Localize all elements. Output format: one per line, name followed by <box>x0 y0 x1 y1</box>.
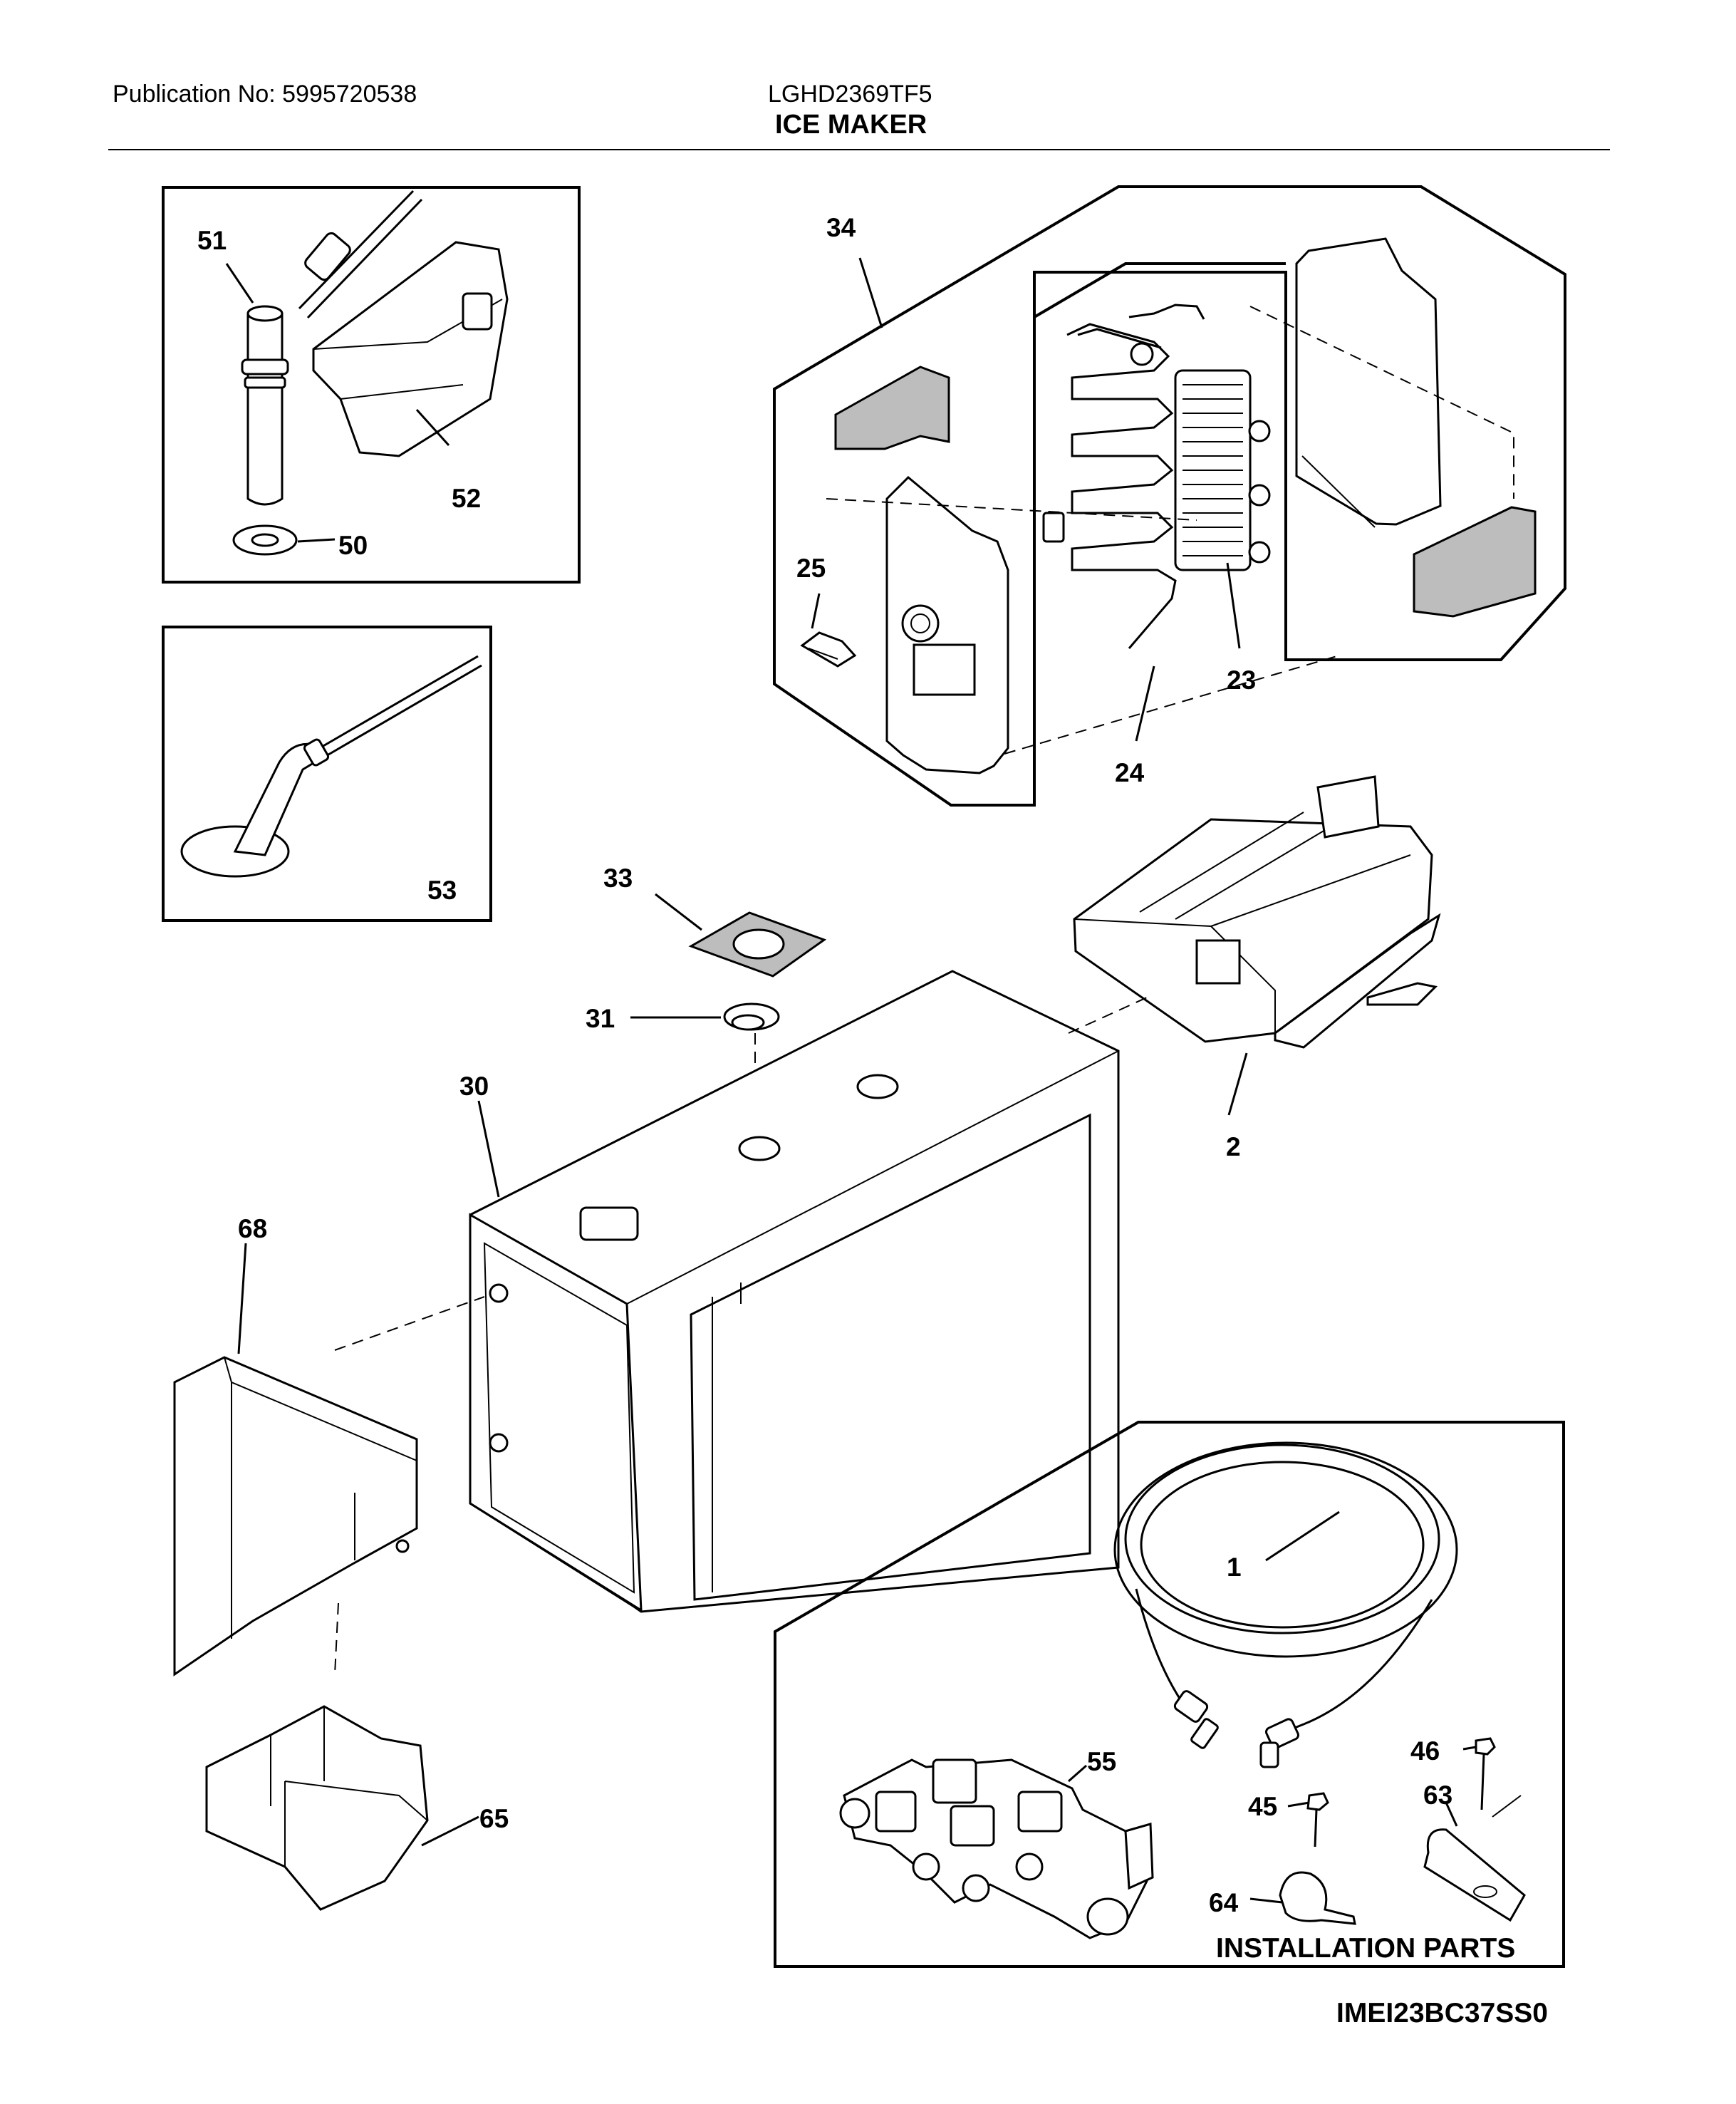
part-2-ice-maker <box>1073 775 1441 1049</box>
part-45-screw <box>1306 1792 1329 1848</box>
leader-25 <box>811 593 821 629</box>
header-divider <box>108 149 1610 150</box>
leader-24 <box>1135 665 1155 742</box>
part-23-defrost-heater <box>1174 369 1271 571</box>
part-33-pad <box>688 911 827 978</box>
part-1-water-tube <box>1113 1441 1458 1768</box>
callout-25: 25 <box>796 554 826 583</box>
leader-64 <box>1249 1897 1283 1904</box>
leader-50 <box>297 538 336 543</box>
callout-30: 30 <box>459 1072 489 1101</box>
callout-68: 68 <box>238 1214 267 1243</box>
assembly-inner-frame <box>1033 262 1286 318</box>
part-55-water-valve <box>839 1758 1154 1939</box>
callout-45: 45 <box>1248 1792 1277 1821</box>
callout-23: 23 <box>1227 665 1256 695</box>
part-30-ice-bucket <box>469 970 1120 1613</box>
callout-24: 24 <box>1115 758 1145 787</box>
detail-box-50-52 <box>162 186 581 584</box>
part-68-cover <box>173 1356 418 1677</box>
part-65-bracket <box>205 1705 429 1911</box>
leader-68 <box>237 1243 247 1354</box>
leader-51 <box>225 263 254 304</box>
part-63-clamp <box>1423 1795 1526 1922</box>
part-31-fitting <box>723 1002 780 1031</box>
part-24-evaporator-coil <box>1042 304 1205 649</box>
guide-line-7 <box>1068 997 1148 1034</box>
part-51-tube <box>241 190 423 506</box>
leader-23 <box>1226 562 1241 649</box>
part-evap-housing-right <box>1295 237 1442 528</box>
guide-line-6 <box>334 1602 339 1675</box>
leader-63 <box>1445 1802 1458 1827</box>
callout-2: 2 <box>1226 1132 1241 1161</box>
publication-number: Publication No: 5995720538 <box>113 81 417 108</box>
part-52-cover <box>312 241 509 457</box>
callout-33: 33 <box>603 864 633 893</box>
part-insulation-left <box>834 366 950 450</box>
callout-55: 55 <box>1087 1747 1116 1776</box>
callout-52: 52 <box>452 484 481 513</box>
part-insulation-right <box>1413 506 1537 618</box>
guide-line-1 <box>826 498 1197 521</box>
callout-64: 64 <box>1209 1888 1239 1917</box>
part-25-thermistor-clip <box>800 631 857 668</box>
callout-34: 34 <box>826 213 856 242</box>
leader-1 <box>1265 1510 1340 1562</box>
leader-45 <box>1287 1801 1310 1808</box>
guide-line-2 <box>1249 306 1514 499</box>
assembly-frame-34 <box>773 185 1566 807</box>
part-46-screw <box>1475 1737 1496 1810</box>
guide-line-3 <box>1004 655 1340 755</box>
guide-line-5 <box>334 1296 485 1351</box>
leader-2 <box>1227 1052 1248 1116</box>
part-53-tube-elbow <box>180 655 482 878</box>
leader-30 <box>477 1100 500 1198</box>
drawing-code: IMEI23BC37SS0 <box>1336 1998 1548 2028</box>
callout-46: 46 <box>1410 1736 1440 1766</box>
installation-parts-label: INSTALLATION PARTS <box>1216 1933 1515 1964</box>
installation-parts-frame <box>774 1421 1565 1968</box>
model-number: LGHD2369TF5 <box>768 81 932 108</box>
leader-52 <box>415 408 450 447</box>
callout-53: 53 <box>427 876 457 905</box>
part-64-clamp <box>1279 1871 1356 1925</box>
leader-65 <box>421 1815 479 1847</box>
callout-31: 31 <box>586 1004 615 1033</box>
leader-34 <box>858 257 883 328</box>
callout-63: 63 <box>1423 1781 1452 1810</box>
callout-65: 65 <box>479 1804 509 1833</box>
callout-51: 51 <box>197 226 227 255</box>
callout-1: 1 <box>1227 1553 1242 1582</box>
part-evap-cover <box>885 475 1009 774</box>
leader-46 <box>1462 1746 1477 1751</box>
leader-55 <box>1068 1764 1087 1783</box>
leader-33 <box>655 893 702 931</box>
page-title: ICE MAKER <box>775 110 927 140</box>
callout-50: 50 <box>338 531 368 560</box>
detail-box-53 <box>162 626 492 922</box>
part-50-washer <box>232 524 298 556</box>
